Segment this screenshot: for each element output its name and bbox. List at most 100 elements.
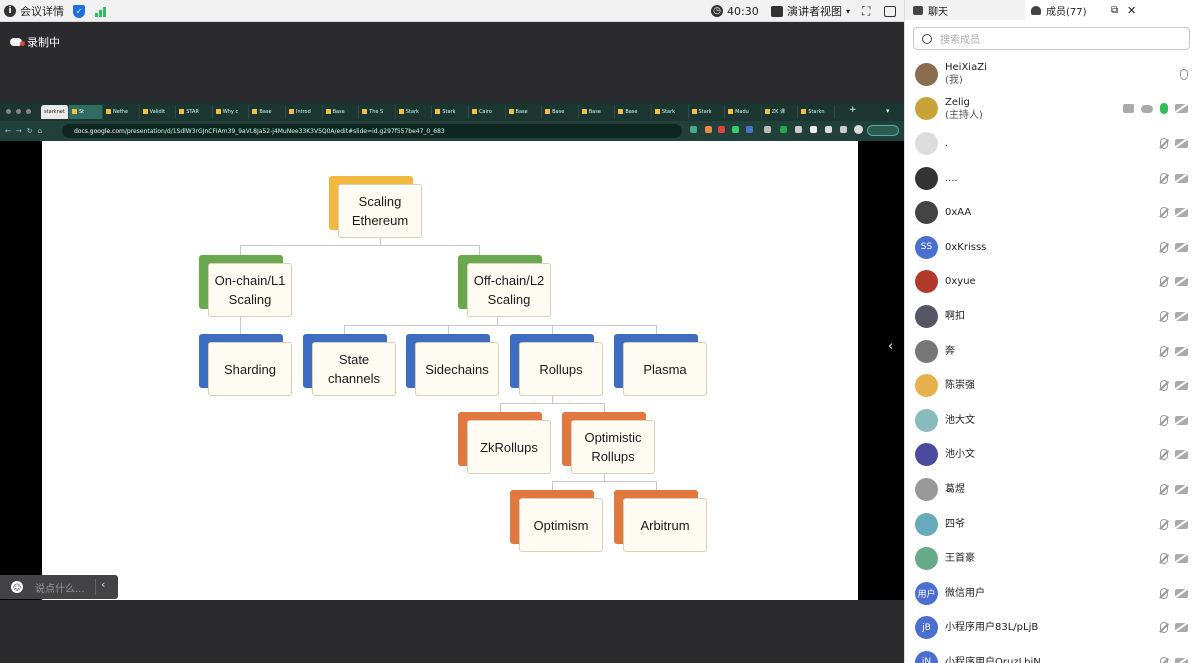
extension-icon[interactable] [732,126,739,133]
sidebar-toggle-button[interactable] [884,0,896,22]
microphone-off-icon[interactable] [1160,241,1168,253]
member-row[interactable]: HeiXiaZi(我) [905,57,1199,92]
tab-chat[interactable]: 聊天 [913,0,1031,20]
browser-tab[interactable]: The S [359,104,396,119]
browser-tab[interactable]: Stark [689,104,726,119]
member-row[interactable]: 王首豪 [905,541,1199,576]
microphone-off-icon[interactable] [1160,622,1168,634]
microphone-off-icon[interactable] [1160,553,1168,565]
browser-tab[interactable]: Introd [286,104,323,119]
browser-tab[interactable]: STAR [176,104,213,119]
member-row[interactable]: 用户微信用户 [905,576,1199,611]
browser-tab[interactable]: St [69,104,103,119]
extension-icon[interactable] [764,126,771,133]
browser-tab[interactable]: ZK 课 [762,104,799,119]
microphone-off-icon[interactable] [1160,345,1168,357]
member-row[interactable]: 池小文 [905,438,1199,473]
member-row[interactable]: . [905,126,1199,161]
camera-off-icon[interactable] [1175,415,1188,425]
browser-tab[interactable]: Base [323,104,360,119]
camera-off-icon[interactable] [1175,657,1188,663]
browser-tab[interactable]: Cairo [469,104,506,119]
microphone-off-icon[interactable] [1160,137,1168,149]
camera-off-icon[interactable] [1175,242,1188,252]
microphone-off-icon[interactable] [1160,449,1168,461]
microphone-off-icon[interactable] [1160,207,1168,219]
tab-members[interactable]: 成员(77) ⧉ ✕ [1025,0,1199,20]
microphone-off-icon[interactable] [1160,276,1168,288]
microphone-off-icon[interactable] [1160,587,1168,599]
browser-tab[interactable]: Stark [652,104,689,119]
browser-tab[interactable]: Validit [140,104,177,119]
url-field[interactable]: docs.google.com/presentation/d/1SdlW3rGJ… [62,124,682,138]
browser-tab[interactable]: Base [249,104,286,119]
security-button[interactable]: ✓ [73,0,85,22]
emoji-icon[interactable]: ☺ [11,581,23,593]
microphone-off-icon[interactable] [1160,380,1168,392]
camera-off-icon[interactable] [1175,277,1188,287]
microphone-off-icon[interactable] [1160,656,1168,663]
profile-icon[interactable] [854,125,863,134]
home-icon[interactable]: ⌂ [37,127,43,135]
browser-tab[interactable]: starknet [41,104,69,119]
browser-tab[interactable]: Why c [213,104,250,119]
extension-icon[interactable] [705,126,712,133]
browser-menu-pill[interactable] [867,125,899,136]
camera-off-icon[interactable] [1175,208,1188,218]
member-row[interactable]: 啊扣 [905,299,1199,334]
browser-tab[interactable]: Madu [725,104,762,119]
browser-tab[interactable]: Base [542,104,579,119]
extension-icon[interactable] [746,126,753,133]
chat-quick-input[interactable]: ☺ 说点什么... ‹ [0,575,118,599]
extension-icon[interactable] [825,126,832,133]
camera-off-icon[interactable] [1175,381,1188,391]
microphone-off-icon[interactable] [1160,310,1168,322]
member-row[interactable]: 池大文 [905,403,1199,438]
camera-off-icon[interactable] [1175,311,1188,321]
extension-icon[interactable] [780,126,787,133]
camera-off-icon[interactable] [1175,554,1188,564]
popout-icon[interactable]: ⧉ [1111,4,1119,16]
microphone-off-icon[interactable] [1160,414,1168,426]
member-row[interactable]: 0xAA [905,195,1199,230]
back-icon[interactable]: ← [5,127,11,135]
close-icon[interactable]: ✕ [1127,3,1137,17]
microphone-on-icon[interactable] [1160,103,1168,115]
camera-off-icon[interactable] [1175,519,1188,529]
sidepanel-icon[interactable] [840,126,847,133]
member-row[interactable]: 葛煜 [905,472,1199,507]
member-search-input[interactable]: 搜索成员 [913,27,1190,50]
camera-off-icon[interactable] [1175,138,1188,148]
browser-tab[interactable]: Nethe [103,104,140,119]
camera-off-icon[interactable] [1175,484,1188,494]
member-row[interactable]: .... [905,161,1199,196]
collapse-chat-icon[interactable]: ‹ [101,578,106,591]
meeting-info-button[interactable]: i 会议详情 [4,0,64,22]
microphone-icon[interactable] [1180,68,1188,80]
browser-tab[interactable]: Base [506,104,543,119]
tab-menu-icon[interactable]: ▾ [886,107,890,115]
member-row[interactable]: 四爷 [905,507,1199,542]
member-row[interactable]: 奔 [905,334,1199,369]
forward-icon[interactable]: → [15,127,22,135]
collapse-panel-icon[interactable]: ‹ [888,339,894,354]
extension-icon[interactable] [810,126,817,133]
camera-off-icon[interactable] [1175,450,1188,460]
camera-off-icon[interactable] [1175,623,1188,633]
member-row[interactable]: 0xyue [905,265,1199,300]
browser-tab[interactable]: Stark [396,104,433,119]
member-row[interactable]: Zelig(主持人) [905,92,1199,127]
extension-icon[interactable] [690,126,697,133]
camera-off-icon[interactable] [1175,173,1188,183]
browser-tab[interactable]: Base [615,104,652,119]
browser-tab[interactable]: Starkn [798,104,835,119]
microphone-off-icon[interactable] [1160,518,1168,530]
view-mode-dropdown[interactable]: 演讲者视图 ▾ [771,0,850,22]
reload-icon[interactable]: ↻ [26,127,33,135]
member-row[interactable]: 陈崇强 [905,368,1199,403]
new-tab-icon[interactable]: + [849,105,857,115]
extension-icon[interactable] [795,126,802,133]
